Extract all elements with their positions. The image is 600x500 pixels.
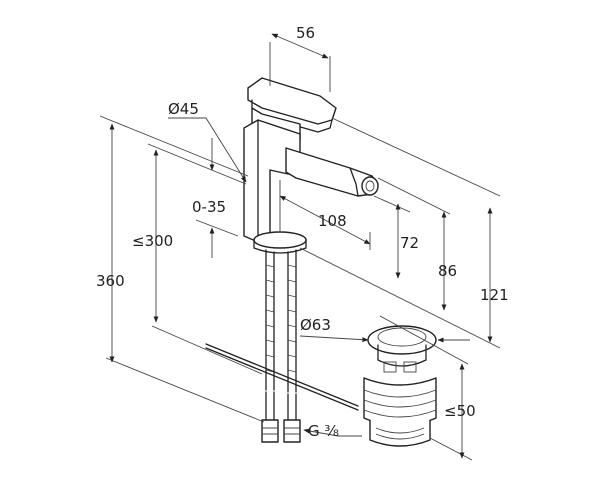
dim-56-label: 56	[296, 24, 315, 42]
dim-72-label: 72	[400, 234, 419, 252]
dim-diameter-45-label: Ø45	[168, 100, 199, 118]
dim-360-label: 360	[96, 272, 125, 290]
dim-108-label: 108	[318, 212, 347, 230]
dim-300-label: ≤300	[132, 232, 173, 250]
flexible-hoses	[261, 249, 301, 443]
dim-50-label: ≤50	[444, 402, 476, 420]
thread-g-label: G ⅜	[308, 422, 339, 440]
extension-lines	[99, 42, 501, 461]
dim-diameter-63-label: Ø63	[300, 316, 331, 334]
dimension-labels: 56 Ø45 0-35 108 ≤300 360 72 86 121 Ø63 ≤…	[96, 24, 509, 440]
dim-0-35-label: 0-35	[192, 198, 226, 216]
dim-121-label: 121	[480, 286, 509, 304]
dim-86-label: 86	[438, 262, 457, 280]
dimension-arrows	[109, 33, 493, 459]
faucet-body	[243, 77, 379, 254]
